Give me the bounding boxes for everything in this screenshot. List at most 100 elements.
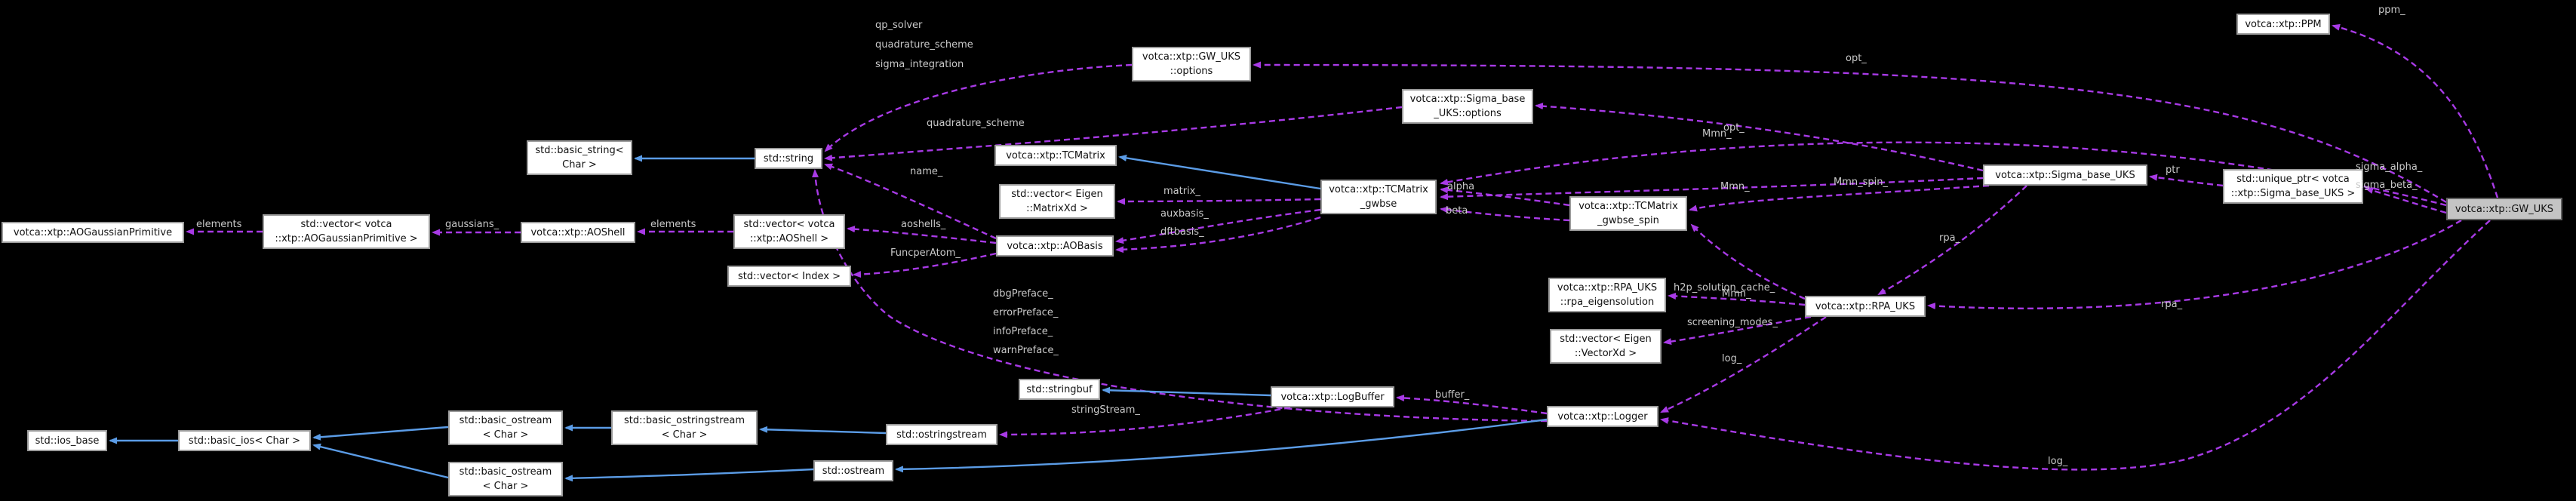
edge-usage-30 xyxy=(999,406,1291,438)
edge-label-elements-shell: elements xyxy=(650,219,696,230)
edge-usage-16 xyxy=(1689,184,1990,212)
node-tcmatrix-gwbse-spin[interactable]: votca::xtp::TCMatrix _gwbse_spin xyxy=(1569,196,1687,231)
node-basic-string[interactable]: std::basic_string< Char > xyxy=(527,140,632,175)
node-ostream[interactable]: std::ostream xyxy=(813,460,893,481)
edge-inheritance-37 xyxy=(759,426,887,435)
node-vector-matrixxd[interactable]: std::vector< Eigen ::MatrixXd > xyxy=(999,184,1115,219)
edge-label-rpa-gw: rpa_ xyxy=(2161,299,2183,310)
edge-label-infopreface: infoPreface_ xyxy=(993,326,1053,337)
edge-usage-22 xyxy=(2149,174,2224,187)
edge-label-warnpreface: warnPreface_ xyxy=(993,345,1059,356)
edge-usage-23 xyxy=(1877,185,2027,296)
edge-label-mmn-rpa: Mmn_ xyxy=(1722,288,1751,300)
node-vector-index[interactable]: std::vector< Index > xyxy=(727,266,851,287)
node-logger[interactable]: votca::xtp::Logger xyxy=(1547,406,1658,427)
edge-usage-4 xyxy=(847,226,997,244)
edge-usage-27 xyxy=(1660,316,1827,413)
edge-label-opt-gw: opt_ xyxy=(1846,53,1867,64)
edge-label-dftbasis: dftbasis_ xyxy=(1160,226,1204,238)
edge-label-rpa-sigma: rpa_ xyxy=(1939,232,1961,244)
edge-usage-15 xyxy=(1440,177,1984,201)
edge-label-ppm: ppm_ xyxy=(2378,5,2405,16)
node-rpa-uks-rpa-eigensolution[interactable]: votca::xtp::RPA_UKS ::rpa_eigensolution xyxy=(1548,278,1666,312)
node-basic-ostream-1[interactable]: std::basic_ostream < Char > xyxy=(448,410,563,445)
edge-label-opt-sigma: opt_ xyxy=(1723,122,1744,134)
edge-usage-14 xyxy=(1440,141,2447,207)
node-sigma-base-uks-options[interactable]: votca::xtp::Sigma_base _UKS::options xyxy=(1402,89,1533,124)
edge-label-qp-solver: qp_solver xyxy=(875,20,923,31)
edge-inheritance-38 xyxy=(564,468,814,482)
edge-inheritance-32 xyxy=(1118,154,1321,190)
edge-usage-25 xyxy=(1668,292,1806,306)
edge-label-quadrature-scheme-gw: quadrature_scheme xyxy=(875,39,973,51)
edge-label-auxbasis: auxbasis_ xyxy=(1160,208,1209,220)
edge-usage-1 xyxy=(824,106,1403,161)
node-aogaussianprimitive[interactable]: votca::xtp::AOGaussianPrimitive xyxy=(2,222,184,243)
edge-usage-19 xyxy=(1535,103,1984,172)
edge-label-h2p-solution-cache: h2p_solution_cache_ xyxy=(1674,282,1775,294)
edge-usage-10 xyxy=(1115,208,1321,244)
node-rpa-uks[interactable]: votca::xtp::RPA_UKS xyxy=(1805,296,1926,317)
edge-label-sigma-integration: sigma_integration xyxy=(875,59,964,70)
edge-label-log-rpa: log_ xyxy=(1722,353,1742,364)
edge-label-buffer: buffer_ xyxy=(1435,389,1470,401)
edge-usage-18 xyxy=(1253,61,2447,204)
node-ppm[interactable]: votca::xtp::PPM xyxy=(2236,14,2330,35)
edge-label-alpha: alpha xyxy=(1447,181,1475,192)
edge-label-errorpreface: errorPreface_ xyxy=(993,307,1059,318)
node-vector-aoshell[interactable]: std::vector< votca ::xtp::AOShell > xyxy=(733,214,845,249)
edge-label-ptr: ptr xyxy=(2166,164,2180,176)
node-unique-ptr-sigma-base-uks[interactable]: std::unique_ptr< votca ::xtp::Sigma_base… xyxy=(2223,169,2363,204)
edge-label-mmn-spin: Mmn_spin_ xyxy=(1834,177,1888,188)
node-basic-ostream-2[interactable]: std::basic_ostream < Char > xyxy=(448,462,563,496)
edge-label-sigma-beta: sigma_beta_ xyxy=(2356,180,2418,191)
edge-usage-24 xyxy=(1927,219,2462,310)
edge-inheritance-40 xyxy=(1102,386,1271,397)
node-gw-uks[interactable]: votca::xtp::GW_UKS xyxy=(2446,198,2562,220)
edge-label-gaussians: gaussians_ xyxy=(445,219,500,230)
edge-usage-28 xyxy=(1660,220,2491,471)
edge-label-mmn-sigma: Mmn_ xyxy=(1720,181,1750,192)
node-gw-uks-options[interactable]: votca::xtp::GW_UKS ::options xyxy=(1132,47,1251,81)
node-basic-ostringstream[interactable]: std::basic_ostringstream < Char > xyxy=(611,410,758,445)
edge-label-funcperatom: FuncperAtom_ xyxy=(890,247,961,259)
node-tcmatrix-gwbse[interactable]: votca::xtp::TCMatrix _gwbse xyxy=(1320,180,1437,214)
edge-usage-3 xyxy=(824,163,997,240)
node-aoshell[interactable]: votca::xtp::AOShell xyxy=(521,222,635,243)
edge-label-elements-gaussian: elements xyxy=(196,219,242,230)
node-stringbuf[interactable]: std::stringbuf xyxy=(1019,379,1100,400)
edge-label-mmn-gw: Mmn_ xyxy=(1702,128,1732,140)
node-vector-vectorxd[interactable]: std::vector< Eigen ::VectorXd > xyxy=(1550,329,1661,364)
edge-usage-13 xyxy=(1440,206,1570,222)
node-ostringstream[interactable]: std::ostringstream xyxy=(886,424,998,445)
edge-inheritance-39 xyxy=(895,418,1548,473)
edge-usage-26 xyxy=(1663,315,1812,346)
edge-label-aoshells: aoshells_ xyxy=(901,219,946,230)
edge-label-sigma-alpha: sigma_alpha_ xyxy=(2356,161,2423,173)
node-vector-aogaussianprimitive[interactable]: std::vector< votca ::xtp::AOGaussianPrim… xyxy=(263,214,430,249)
node-basic-ios[interactable]: std::basic_ios< Char > xyxy=(178,430,311,451)
edge-inheritance-35 xyxy=(312,443,449,479)
edge-usage-21 xyxy=(2365,187,2447,214)
node-aobasis[interactable]: votca::xtp::AOBasis xyxy=(996,235,1114,257)
edge-label-quadrature-scheme-sigma: quadrature_scheme xyxy=(927,118,1025,129)
edge-label-dbgpreface: dbgPreface_ xyxy=(993,288,1053,300)
edge-inheritance-34 xyxy=(312,426,449,441)
edge-usage-29 xyxy=(1396,394,1548,415)
edge-usage-0 xyxy=(824,63,1133,152)
node-ios-base[interactable]: std::ios_base xyxy=(27,430,107,451)
edge-label-log-gw: log_ xyxy=(2048,456,2068,467)
node-tcmatrix[interactable]: votca::xtp::TCMatrix xyxy=(994,145,1117,166)
node-sigma-base-uks[interactable]: votca::xtp::Sigma_base_UKS xyxy=(1983,164,2147,186)
node-logbuffer[interactable]: votca::xtp::LogBuffer xyxy=(1271,386,1394,407)
edge-usage-9 xyxy=(1117,198,1321,205)
node-std-string[interactable]: std::string xyxy=(755,148,822,169)
edge-label-beta: beta xyxy=(1446,205,1468,217)
edge-usage-20 xyxy=(2332,23,2499,198)
edge-label-screening-modes: screening_modes_ xyxy=(1687,317,1778,328)
edge-usage-11 xyxy=(1115,216,1321,254)
edge-usage-5 xyxy=(853,252,997,278)
edge-label-matrix: matrix_ xyxy=(1164,186,1200,197)
